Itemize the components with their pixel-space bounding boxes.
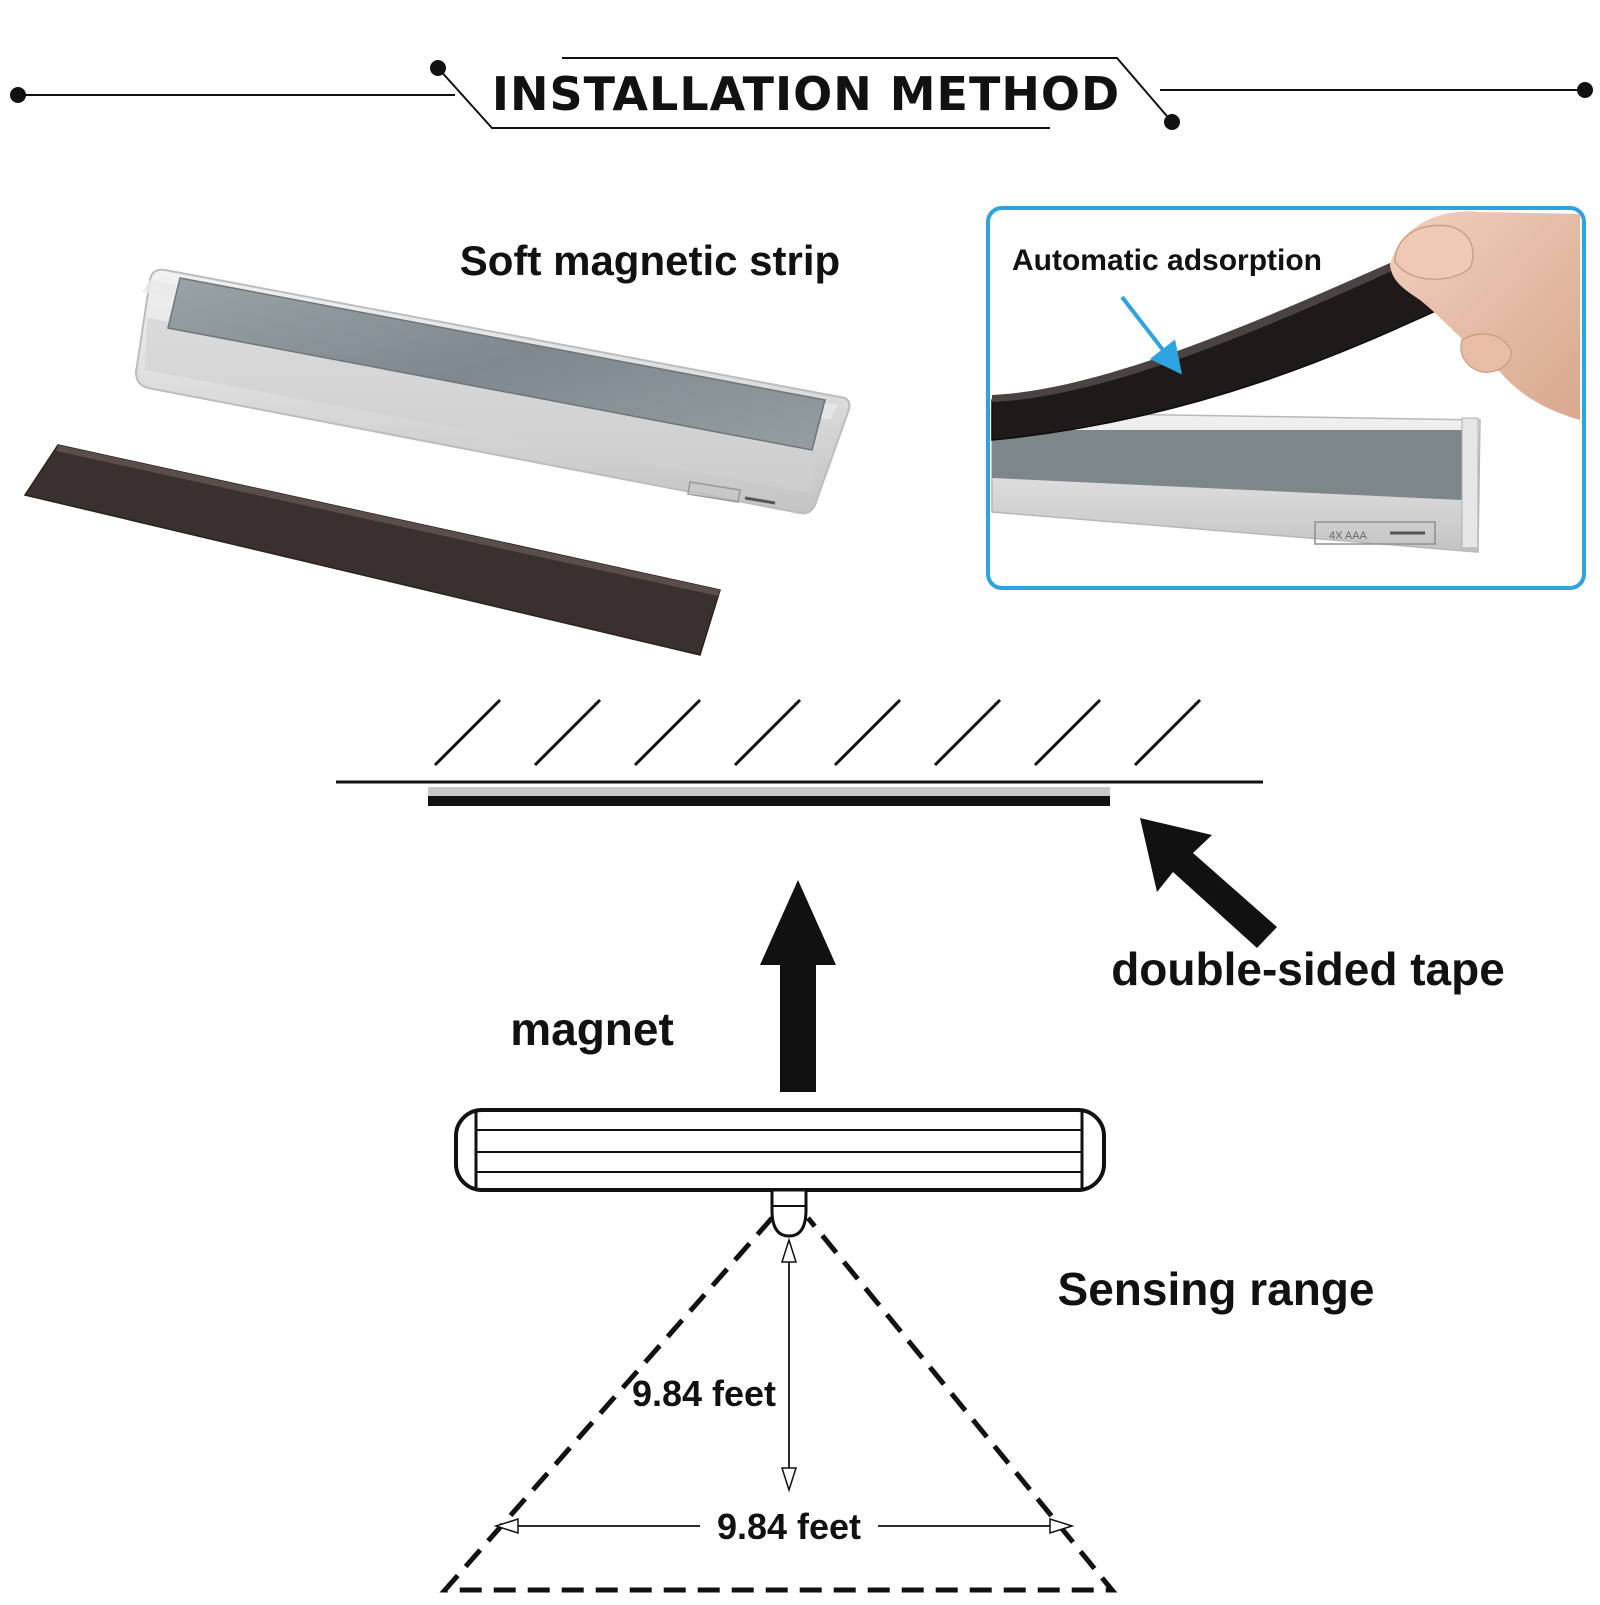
height-arrow-top-icon <box>780 1237 798 1263</box>
soft-magnetic-strip-label: Soft magnetic strip <box>460 237 840 284</box>
page-title: INSTALLATION METHOD <box>492 67 1120 121</box>
double-sided-tape-layer <box>428 787 1110 796</box>
adsorption-arrow <box>1120 295 1182 375</box>
automatic-adsorption-label: Automatic adsorption <box>1012 244 1322 277</box>
magnet-label: magnet <box>510 1003 674 1055</box>
inset-battery-text: 4X AAA <box>1329 530 1368 542</box>
switch-marking <box>744 496 776 505</box>
motion-sensor-icon <box>770 1188 808 1238</box>
double-sided-tape-label: double-sided tape <box>1111 943 1505 995</box>
inset-battery-label-box <box>1314 521 1436 545</box>
steel-plate <box>167 277 826 451</box>
light-bar-drawing <box>454 1108 1106 1192</box>
header-right-dot <box>1577 82 1593 98</box>
soft-magnetic-strip-edge <box>56 445 720 596</box>
width-dimension-label: 9.84 feet <box>717 1506 861 1547</box>
height-arrow-bottom-icon <box>780 1467 798 1493</box>
magnet-up-arrow <box>760 880 836 1092</box>
sensing-range-cone <box>439 1216 1118 1593</box>
battery-marking <box>687 481 741 503</box>
inset-panel: 4X AAA Automatic adsorption <box>986 206 1586 590</box>
header-banner: INSTALLATION METHOD <box>10 57 1593 130</box>
header-left-dot <box>10 87 26 103</box>
header-bottom-rule <box>437 67 1050 129</box>
inset-steel-plate <box>992 430 1465 500</box>
product-panel: Soft magnetic strip <box>23 237 851 656</box>
finger-icon <box>1460 333 1512 373</box>
width-arrow-right-icon <box>1049 1517 1075 1535</box>
hand-photo <box>1390 211 1580 420</box>
header-right-inner-dot <box>1164 114 1180 130</box>
header-top-rule <box>562 57 1173 123</box>
inset-end-cap <box>1461 417 1479 549</box>
magnetic-strip-layer <box>428 796 1110 806</box>
width-arrow-left-icon <box>493 1517 519 1535</box>
thumb-icon <box>1394 224 1474 280</box>
height-dimension-label: 9.84 feet <box>632 1373 776 1414</box>
sensing-range-label: Sensing range <box>1058 1263 1375 1315</box>
ceiling-hatching <box>433 698 1202 767</box>
tape-pointer-arrow <box>1140 818 1277 948</box>
mounting-diagram: double-sided tape magnet 9.84 feet 9.84 … <box>336 698 1505 1593</box>
